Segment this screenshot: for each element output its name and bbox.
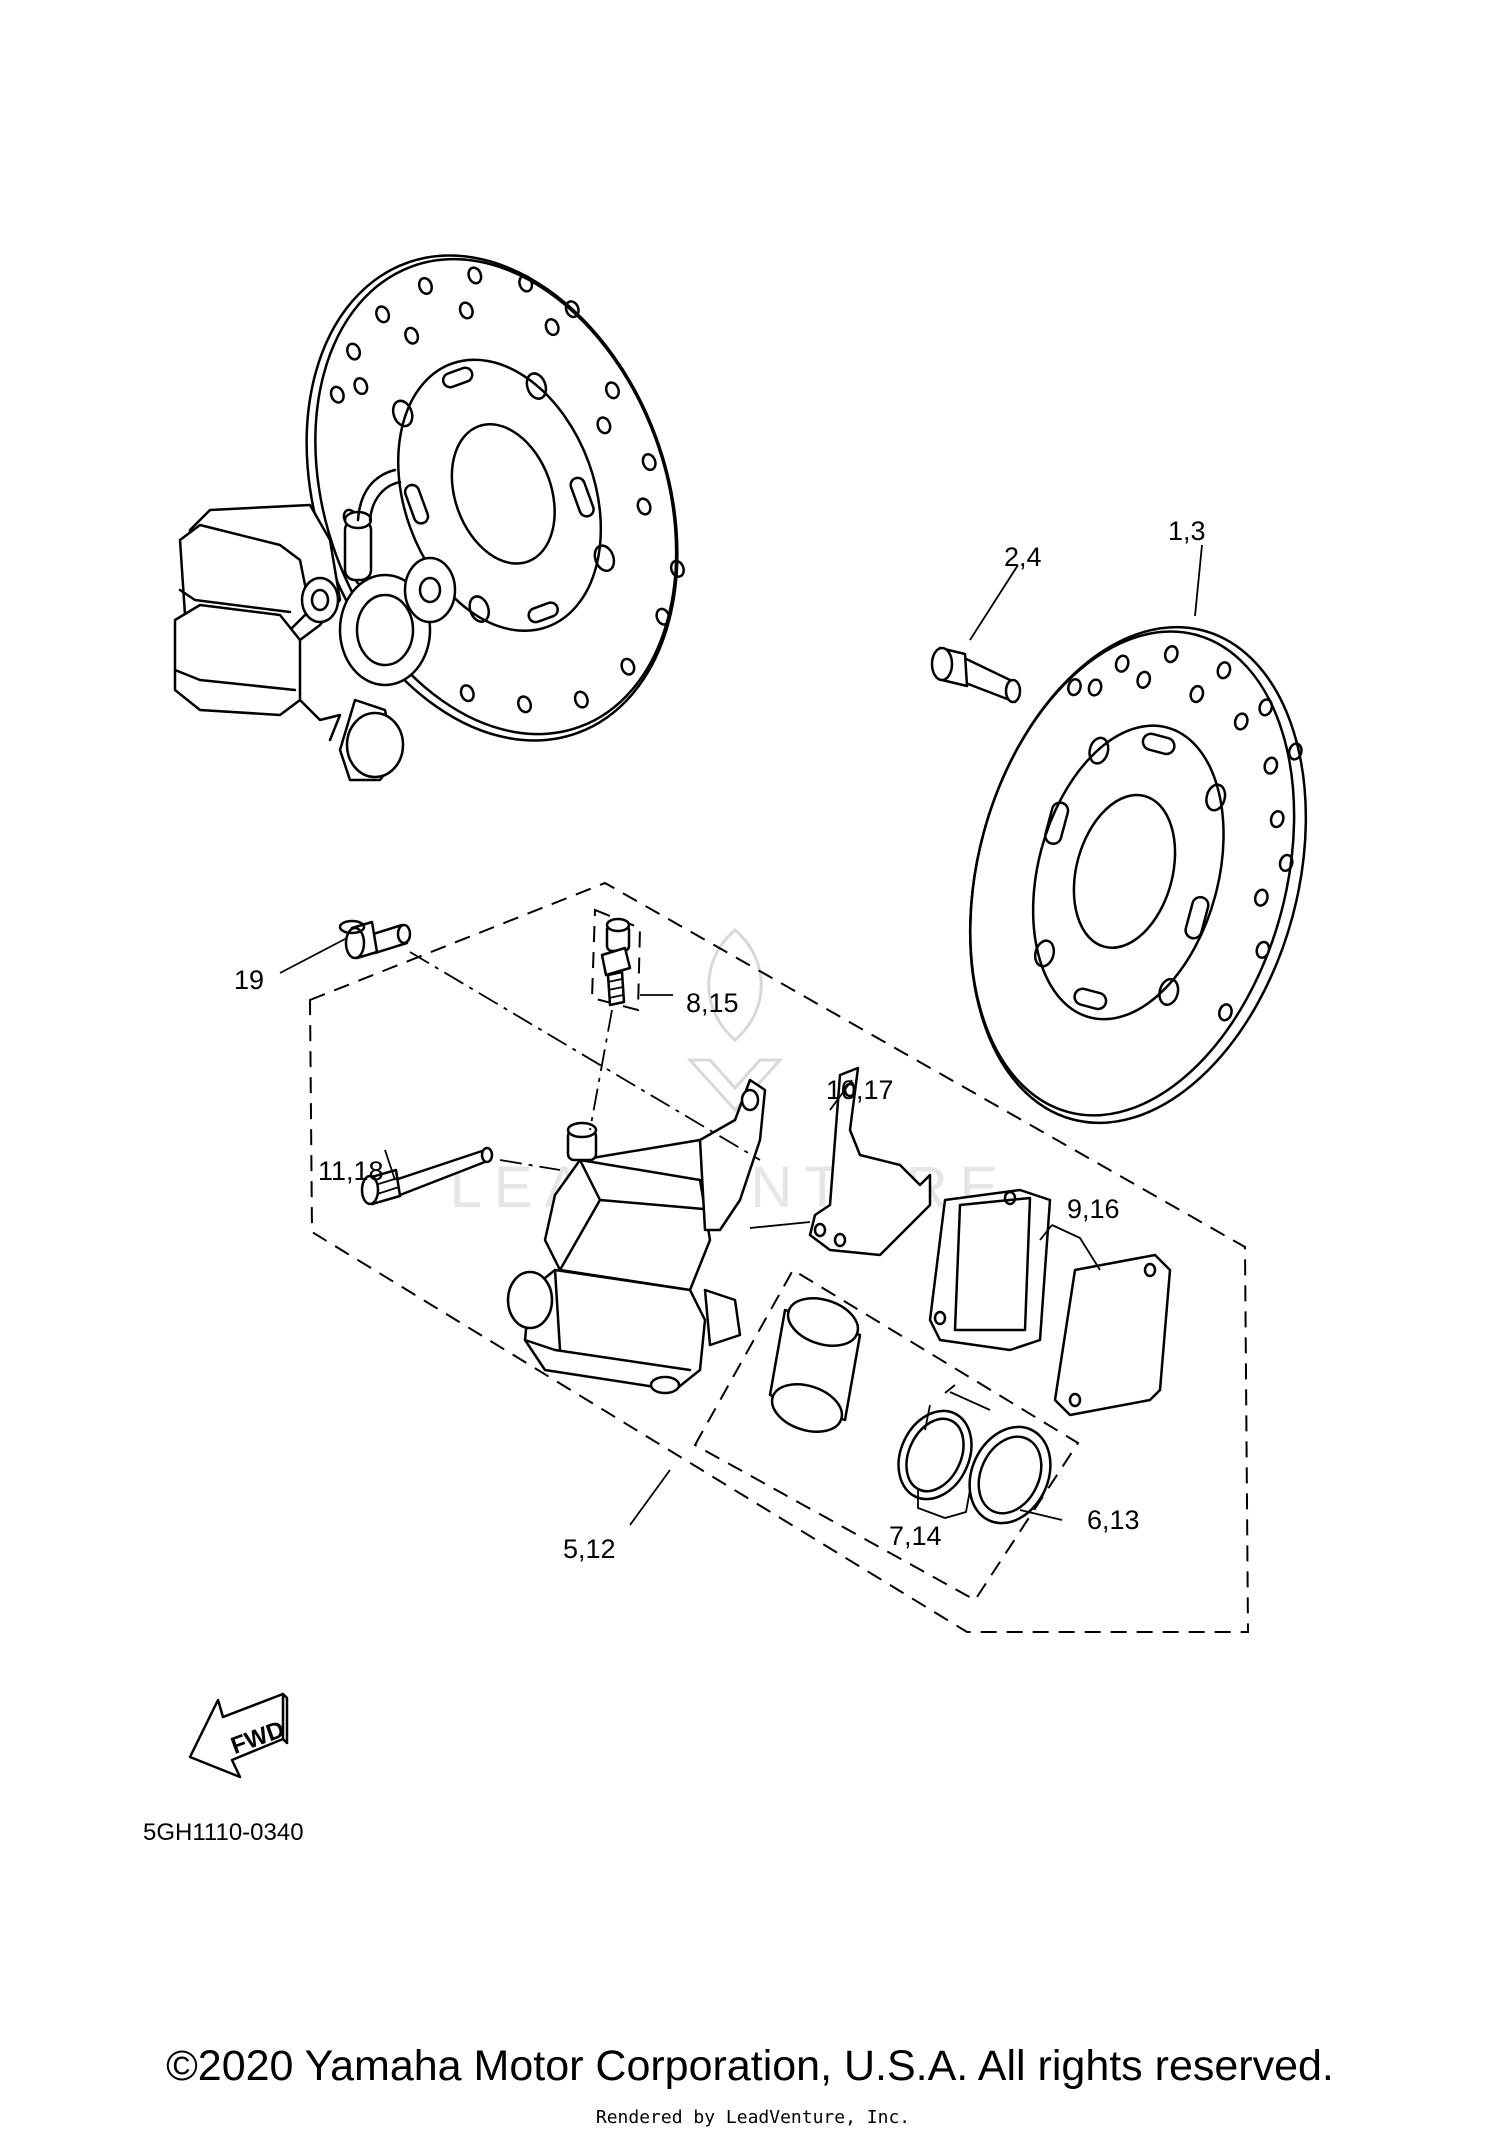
- callout-19: 19: [234, 965, 264, 995]
- dust-seal: [968, 1425, 1052, 1525]
- brake-pad-outer: [1053, 1253, 1172, 1417]
- assembly-outline-caliper-assy: [308, 881, 1250, 1633]
- caliper-piston: [768, 1297, 862, 1433]
- callout-11-18: 11,18: [318, 1156, 384, 1186]
- callout-8-15: 8,15: [686, 988, 739, 1018]
- callout-5-12: 5,12: [563, 1534, 616, 1564]
- copyright-text: ©2020 Yamaha Motor Corporation, U.S.A. A…: [166, 2042, 1334, 2090]
- piston-seal: [897, 1409, 973, 1501]
- callout-6-13: 6,13: [1087, 1505, 1140, 1535]
- caliper-mounting-bolt: [338, 919, 412, 960]
- assembled-brake-disc: [305, 254, 685, 742]
- assembled-brake-illustration: [173, 254, 685, 782]
- diagram-code: 5GH1110-0340: [143, 1819, 304, 1846]
- disc-bolt: [930, 646, 1022, 704]
- callout-2-4: 2,4: [1004, 542, 1042, 572]
- callout-labels: 1,3 2,4 19 8,15 10,17 11,18 9,16 5,12 7,…: [234, 516, 1206, 1564]
- caliper-pin-bolt: [360, 1146, 494, 1206]
- brake-disc: [968, 625, 1308, 1125]
- callout-9-16: 9,16: [1067, 1194, 1120, 1224]
- rendered-by-text: Rendered by LeadVenture, Inc.: [596, 2107, 910, 2128]
- callout-10-17: 10,17: [826, 1075, 894, 1105]
- brake-pad-inner: [928, 1188, 1052, 1352]
- caliper-body: [506, 1078, 767, 1395]
- assembly-outline-seal-kit: [693, 1268, 1080, 1602]
- callout-7-14: 7,14: [889, 1521, 942, 1551]
- callout-1-3: 1,3: [1168, 516, 1206, 546]
- leader-lines: [279, 544, 1203, 1526]
- assembled-brake-caliper: [173, 468, 457, 782]
- forward-arrow-icon: FWD: [188, 1692, 289, 1779]
- bleed-screw: [590, 908, 642, 1012]
